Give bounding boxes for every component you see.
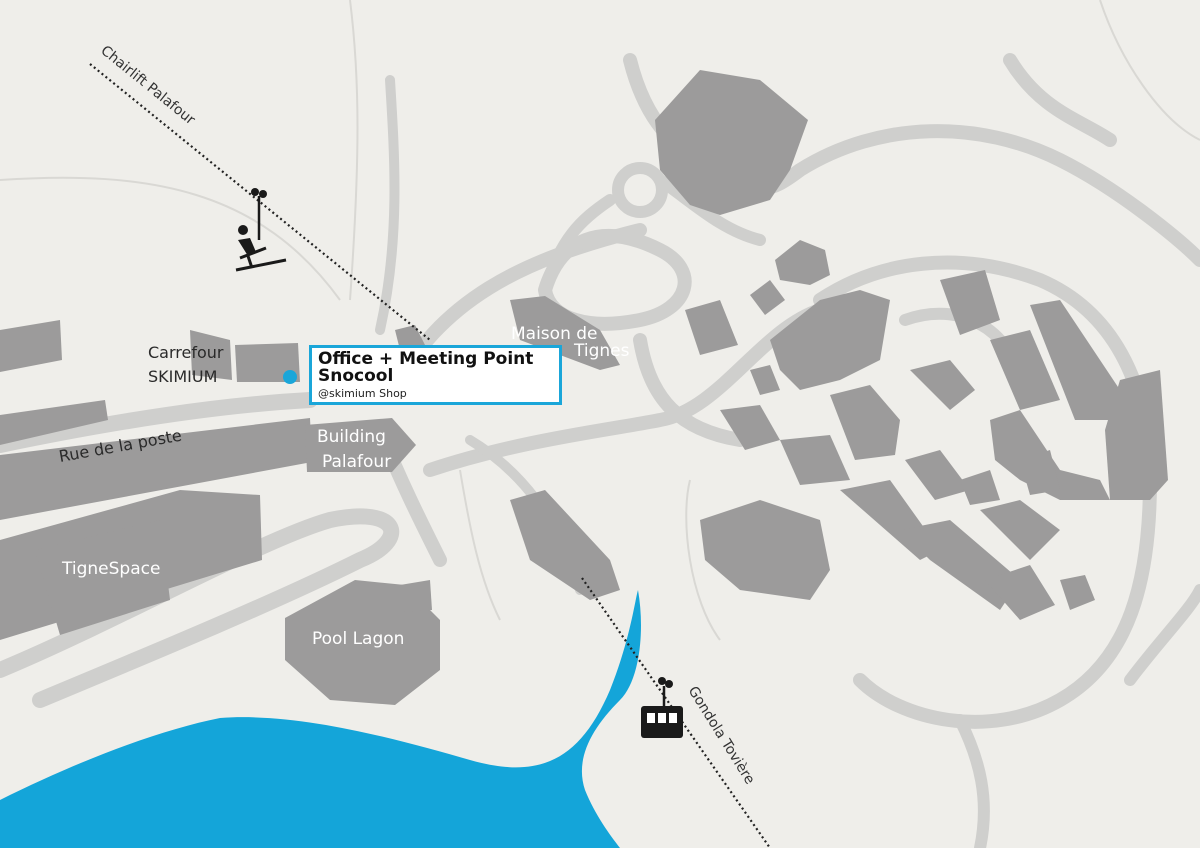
footpaths [0,0,1200,641]
callout-subtitle: @skimium Shop [318,387,407,400]
pool-lagon-label: Pool Lagon [312,629,404,649]
buildings [0,70,1168,705]
chairlift-label: Chairlift Palafour [97,43,198,129]
callout-title-line1: Office + Meeting Point [318,349,534,369]
building-label-line2: Palafour [322,452,391,472]
tignespace-label: TigneSpace [61,559,160,579]
chairlift-icon [235,188,287,272]
maison-label-line2: Tignes [573,341,630,361]
meeting-point-marker-icon[interactable] [283,370,297,384]
maison-label-line1: Maison de [511,324,598,344]
gondola-icon [641,677,683,738]
gondola-label: Gondola Tovière [685,684,758,788]
building-label-line1: Building [317,427,386,447]
carrefour-label: Carrefour [148,343,224,362]
callout-title-line2: Snocool [318,366,394,386]
skimium-label: SKIMIUM [148,367,217,386]
lake [0,590,641,848]
meeting-point-callout[interactable]: Office + Meeting Point Snocool @skimium … [309,345,562,405]
